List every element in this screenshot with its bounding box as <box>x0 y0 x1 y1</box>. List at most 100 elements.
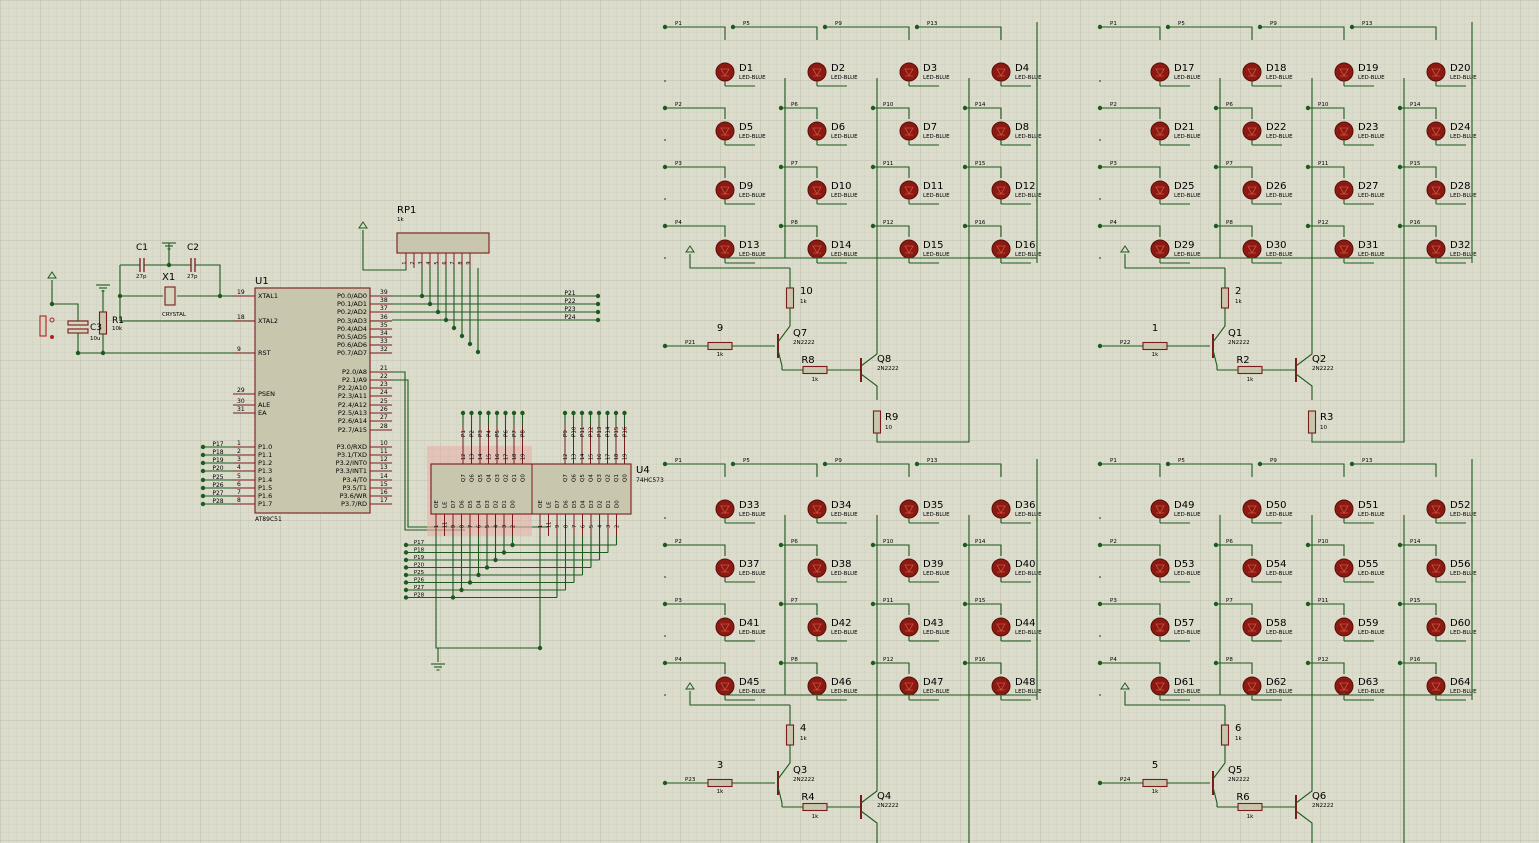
led-icon[interactable] <box>1334 121 1354 141</box>
junction-dot <box>459 333 465 339</box>
led-icon[interactable] <box>1334 676 1354 696</box>
led-icon[interactable] <box>1150 676 1170 696</box>
led-icon[interactable] <box>807 121 827 141</box>
wire <box>1260 26 1345 40</box>
led-icon[interactable] <box>1242 617 1262 637</box>
latch-74hc573[interactable]: U474HC573P112Q7P213Q6P314Q5P415Q4P516Q3P… <box>403 410 664 671</box>
led-icon[interactable] <box>899 499 919 519</box>
wire <box>1212 308 1226 343</box>
led-icon[interactable] <box>1150 558 1170 578</box>
junction-dot <box>662 24 668 30</box>
led-icon[interactable] <box>715 62 735 82</box>
led-icon[interactable] <box>899 676 919 696</box>
led-value: LED-BLUE <box>739 75 766 81</box>
led-icon[interactable] <box>991 62 1011 82</box>
led-icon[interactable] <box>1150 499 1170 519</box>
led-icon[interactable] <box>899 121 919 141</box>
led-icon[interactable] <box>1150 180 1170 200</box>
led-icon[interactable] <box>715 558 735 578</box>
diode-symbol-icon <box>1431 623 1441 632</box>
led-icon[interactable] <box>1334 499 1354 519</box>
diode-symbol-icon <box>720 68 730 77</box>
led-icon[interactable] <box>1426 121 1446 141</box>
led-icon[interactable] <box>1242 558 1262 578</box>
led-icon[interactable] <box>807 180 827 200</box>
base-resistor <box>707 341 733 351</box>
latch-pin-number: 13 <box>572 454 578 460</box>
wire <box>1212 349 1218 370</box>
led-ref: D43 <box>923 618 943 629</box>
led-icon[interactable] <box>807 617 827 637</box>
led-icon[interactable] <box>1334 180 1354 200</box>
rp1-value: 1k <box>397 217 404 223</box>
led-icon[interactable] <box>899 239 919 259</box>
mcu-pin-name: P0.0/AD0 <box>337 292 367 300</box>
led-icon[interactable] <box>1426 676 1446 696</box>
led-icon[interactable] <box>899 62 919 82</box>
led-icon[interactable] <box>715 617 735 637</box>
led-ref: D52 <box>1450 500 1470 511</box>
wire <box>873 603 910 615</box>
led-icon[interactable] <box>1242 676 1262 696</box>
led-icon[interactable] <box>1426 239 1446 259</box>
mcu-pin-number: 36 <box>380 314 388 321</box>
led-icon[interactable] <box>1242 62 1262 82</box>
led-icon[interactable] <box>1242 180 1262 200</box>
led-icon[interactable] <box>899 617 919 637</box>
led-icon[interactable] <box>715 676 735 696</box>
led-icon[interactable] <box>991 558 1011 578</box>
net-label: P14 <box>606 426 612 437</box>
led-icon[interactable] <box>991 617 1011 637</box>
led-icon[interactable] <box>1150 121 1170 141</box>
led-icon[interactable] <box>715 499 735 519</box>
led-icon[interactable] <box>1426 617 1446 637</box>
led-icon[interactable] <box>1150 239 1170 259</box>
led-icon[interactable] <box>1150 617 1170 637</box>
led-icon[interactable] <box>715 180 735 200</box>
led-icon[interactable] <box>1334 617 1354 637</box>
junction-dot <box>1097 223 1103 229</box>
led-value: LED-BLUE <box>739 193 766 199</box>
led-icon[interactable] <box>899 180 919 200</box>
led-icon[interactable] <box>991 676 1011 696</box>
led-icon[interactable] <box>1334 239 1354 259</box>
led-icon[interactable] <box>1242 121 1262 141</box>
led-icon[interactable] <box>991 239 1011 259</box>
latch-pin-number: 12 <box>461 454 467 460</box>
led-icon[interactable] <box>1242 499 1262 519</box>
wire <box>860 810 878 837</box>
led-icon[interactable] <box>807 499 827 519</box>
led-icon[interactable] <box>807 239 827 259</box>
led-icon[interactable] <box>899 558 919 578</box>
net-label: P14 <box>1410 539 1421 545</box>
led-icon[interactable] <box>715 239 735 259</box>
led-icon[interactable] <box>991 499 1011 519</box>
led-icon[interactable] <box>715 121 735 141</box>
led-icon[interactable] <box>1426 62 1446 82</box>
led-icon[interactable] <box>1426 558 1446 578</box>
mcu-pin-name: P3.0/RXD <box>337 443 367 451</box>
junction-dot <box>1349 24 1355 30</box>
led-icon[interactable] <box>1334 62 1354 82</box>
latch-pin-name: Q0 <box>521 474 527 482</box>
led-icon[interactable] <box>1334 558 1354 578</box>
led-icon[interactable] <box>1242 239 1262 259</box>
led-icon[interactable] <box>807 558 827 578</box>
led-icon[interactable] <box>1150 62 1170 82</box>
led-icon[interactable] <box>807 62 827 82</box>
led-icon[interactable] <box>1426 180 1446 200</box>
led-icon[interactable] <box>991 121 1011 141</box>
junction-dot <box>1097 660 1103 666</box>
led-icon[interactable] <box>991 180 1011 200</box>
led-icon[interactable] <box>807 676 827 696</box>
led-icon[interactable] <box>1426 499 1446 519</box>
